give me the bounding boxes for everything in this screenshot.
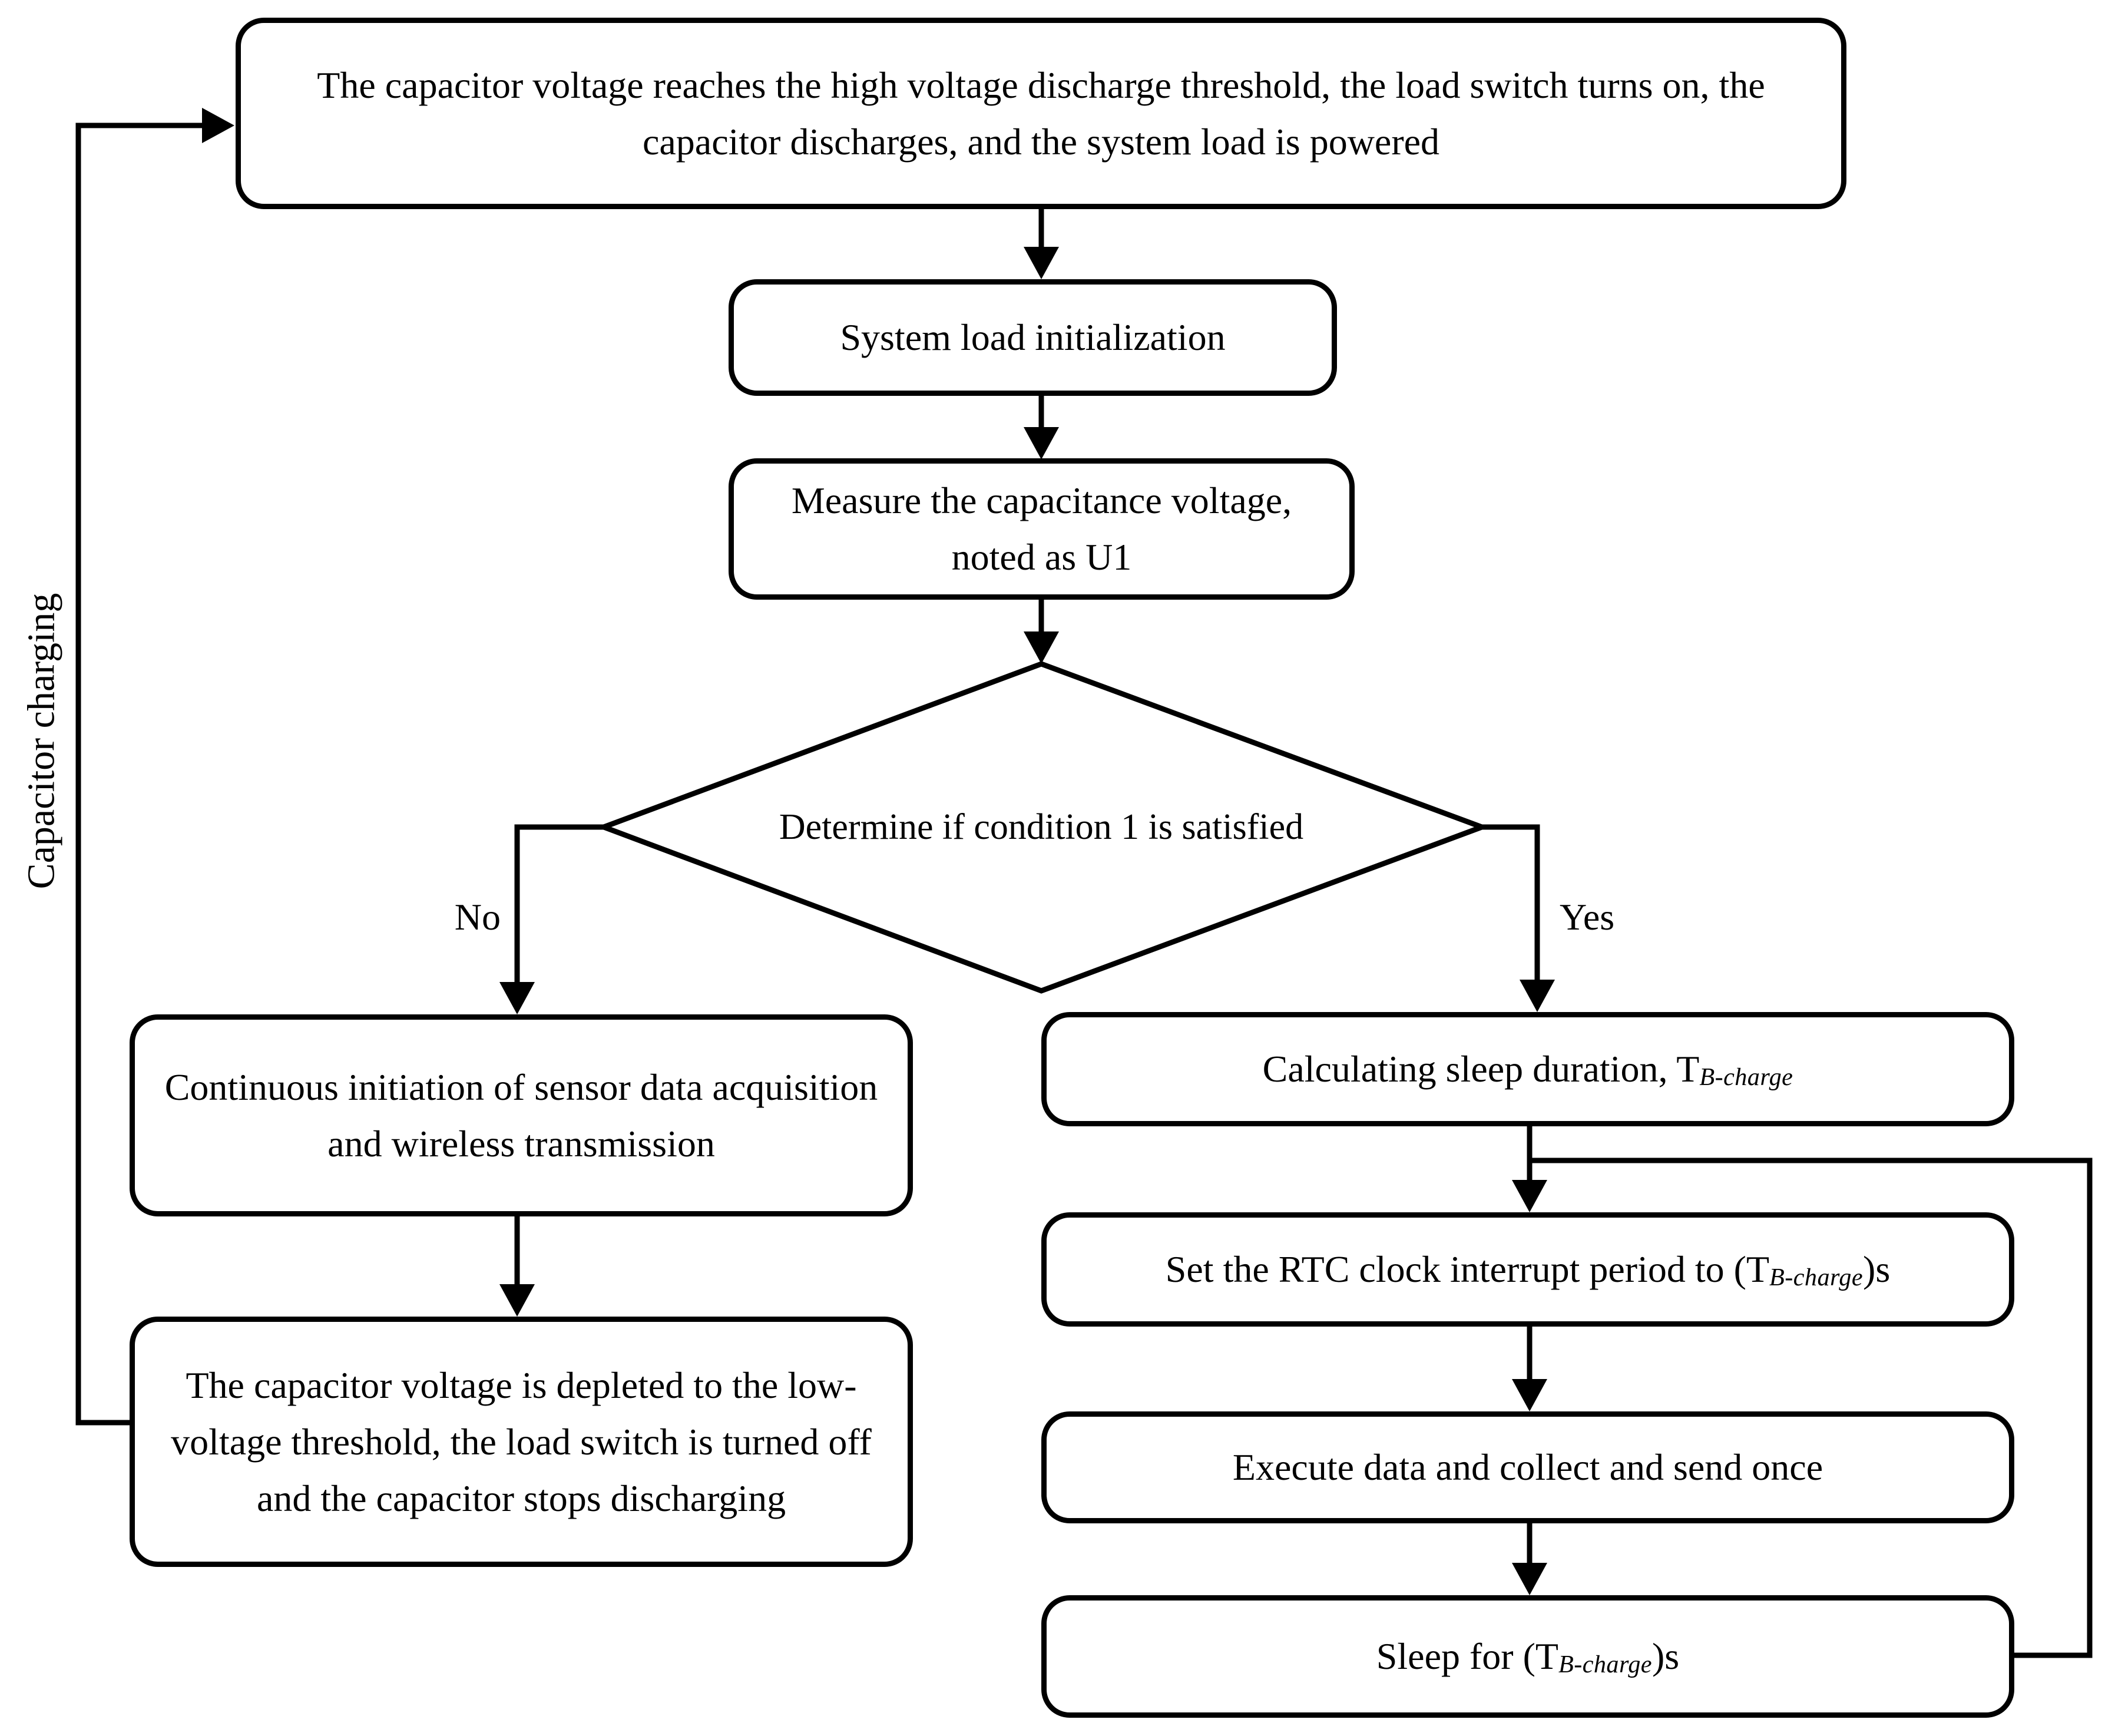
arrowhead — [1512, 1379, 1547, 1411]
branch-label-no: No — [454, 896, 501, 938]
arrowhead — [1024, 631, 1059, 664]
arrowheads — [202, 108, 1555, 1595]
node-sleep: Sleep for (TB-charge)s — [1041, 1595, 2014, 1718]
node-system-load-init-text: System load initialization — [840, 316, 1226, 358]
node-calc-sleep-duration-text: Calculating sleep duration, TB-charge — [1262, 1048, 1793, 1091]
edge-charging-loop — [75, 123, 203, 1426]
node-continuous-acquisition-text: Continuous initiation of sensor data acq… — [164, 1066, 878, 1165]
node-decision-label: Determine if condition 1 is satisfied — [688, 792, 1395, 862]
node-measure-voltage: Measure the capacitance voltage, noted a… — [729, 458, 1355, 600]
node-start-text: The capacitor voltage reaches the high v… — [317, 64, 1765, 163]
arrowhead — [1024, 247, 1059, 279]
node-decision-text: Determine if condition 1 is satisfied — [779, 806, 1304, 847]
arrowhead — [499, 1284, 535, 1317]
branch-label-yes: Yes — [1560, 896, 1615, 938]
node-set-rtc-period: Set the RTC clock interrupt period to (T… — [1041, 1212, 2014, 1327]
node-execute-collect-send: Execute data and collect and send once — [1041, 1411, 2014, 1523]
node-continuous-acquisition: Continuous initiation of sensor data acq… — [130, 1014, 913, 1216]
node-voltage-depleted: The capacitor voltage is depleted to the… — [130, 1317, 913, 1567]
edge-sleep-loop — [1532, 1158, 2093, 1658]
subscript-b-charge: B-charge — [1769, 1263, 1863, 1291]
arrowhead — [1520, 980, 1555, 1012]
edge-decision-no — [514, 824, 604, 985]
arrowhead — [202, 108, 234, 143]
node-start: The capacitor voltage reaches the high v… — [236, 18, 1846, 209]
node-voltage-depleted-text: The capacitor voltage is depleted to the… — [171, 1364, 872, 1519]
arrowhead — [1024, 427, 1059, 459]
decision-diamond — [596, 661, 1490, 994]
node-system-load-init: System load initialization — [729, 279, 1337, 396]
node-calc-sleep-duration: Calculating sleep duration, TB-charge — [1041, 1012, 2014, 1126]
node-execute-collect-send-text: Execute data and collect and send once — [1232, 1446, 1823, 1488]
subscript-b-charge: B-charge — [1558, 1650, 1652, 1678]
node-set-rtc-period-text: Set the RTC clock interrupt period to (T… — [1165, 1248, 1891, 1291]
node-measure-voltage-text: Measure the capacitance voltage, noted a… — [791, 480, 1292, 578]
capacitor-charging-label: Capacitor charging — [19, 593, 62, 890]
arrowhead — [499, 982, 535, 1014]
edge-decision-yes — [1482, 824, 1540, 983]
subscript-b-charge: B-charge — [1699, 1063, 1793, 1091]
arrowhead — [1512, 1180, 1547, 1212]
node-sleep-text: Sleep for (TB-charge)s — [1376, 1635, 1680, 1678]
arrowhead — [1512, 1563, 1547, 1595]
